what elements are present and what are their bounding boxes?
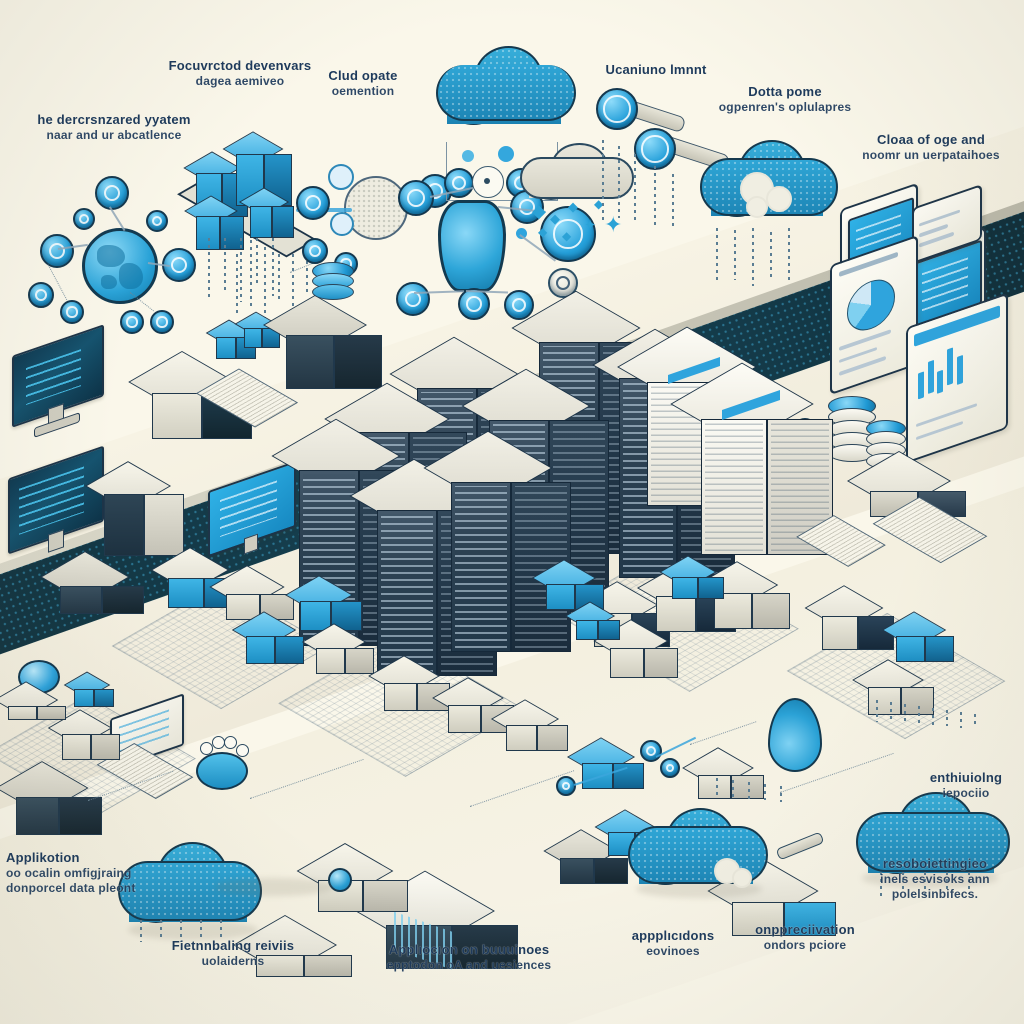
hub-dot-icon (498, 146, 514, 162)
network-node-icon (73, 208, 95, 230)
antenna-dot (200, 742, 213, 755)
data-stream (140, 920, 250, 944)
network-node-icon (458, 288, 490, 320)
lens-icon (634, 128, 676, 170)
water-drop-icon (768, 698, 822, 772)
network-node-icon (120, 310, 144, 334)
cloud-icon-bottom-left (118, 840, 262, 936)
data-stream (716, 228, 812, 290)
data-hash-marks (876, 700, 996, 728)
link-node-icon (556, 776, 576, 796)
rain-drops: ◆ ◆ ◆ ◆ ◆ ✦ ◆ ✦ (532, 197, 623, 243)
globe-icon (82, 228, 158, 304)
network-link (413, 290, 464, 294)
network-node-icon (60, 300, 84, 324)
data-stream (236, 240, 326, 320)
hub-dot-icon (516, 228, 527, 239)
printer-lens-icon (328, 868, 352, 892)
network-node-icon (540, 206, 596, 262)
link-node-icon (640, 740, 662, 762)
label-federated-data-centers: Focuvrctod devenvars dagea aemiveo (168, 58, 312, 89)
hub-dot-icon (462, 150, 474, 162)
network-node-icon (296, 186, 330, 220)
network-node-icon (40, 234, 74, 268)
data-stream (208, 238, 288, 304)
lens-icon (596, 88, 638, 130)
antenna-hub (196, 752, 248, 790)
network-node-icon (28, 282, 54, 308)
cloud-shadow (214, 878, 334, 896)
cloud-icon-primary (436, 44, 576, 138)
network-node-icon (398, 180, 434, 216)
cloud-icon-gray (520, 142, 634, 208)
label-data-point-updates: Dotta pome ogpenren's oplulapres (718, 84, 852, 115)
antenna-dot (224, 736, 237, 749)
network-node-icon (302, 238, 328, 264)
data-stream (880, 872, 996, 898)
location-pin-icon (438, 200, 506, 292)
data-hash-marks (716, 778, 816, 802)
link-node-icon (660, 758, 680, 778)
network-node-icon (146, 210, 168, 232)
network-node-icon (95, 176, 129, 210)
network-node-icon (504, 290, 534, 320)
network-node-icon (396, 282, 430, 316)
pie-chart (847, 272, 896, 337)
hub-center-dot (484, 178, 490, 184)
label-machine-learning: Ucaniuno lmnnt (605, 62, 707, 77)
label-decentralized-system: he dercrsnzared yyatem naar and ur abcat… (37, 112, 191, 143)
data-stream (602, 140, 698, 230)
cloud-icon-bottom-right (856, 790, 1010, 888)
label-cloud-update-connection: Clud opate oemention (328, 68, 398, 99)
storage-disk-icon (312, 262, 354, 306)
antenna-dot (236, 744, 249, 757)
network-node-icon (150, 310, 174, 334)
